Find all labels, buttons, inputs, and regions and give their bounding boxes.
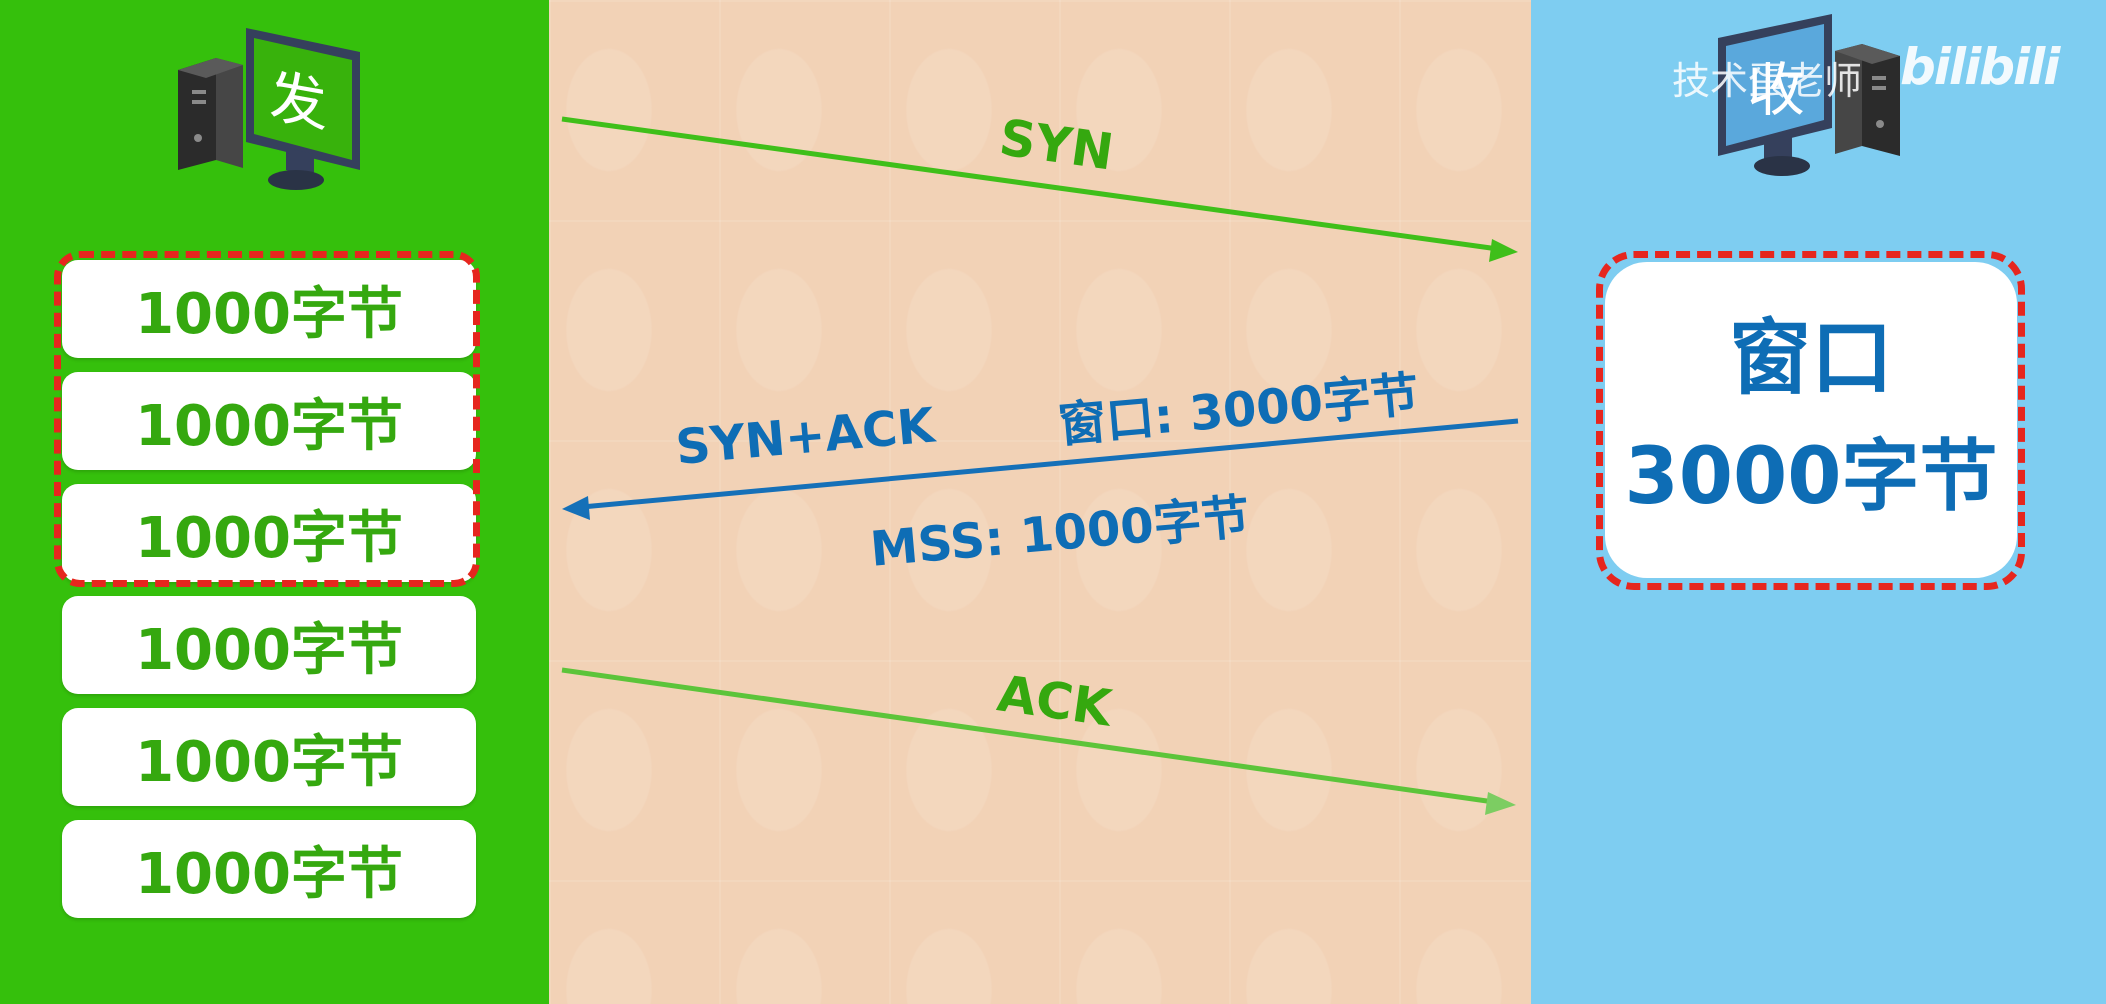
watermark-logo: bilibili	[1900, 38, 2058, 96]
watermark-author: 技术蛋老师	[1672, 50, 1862, 105]
